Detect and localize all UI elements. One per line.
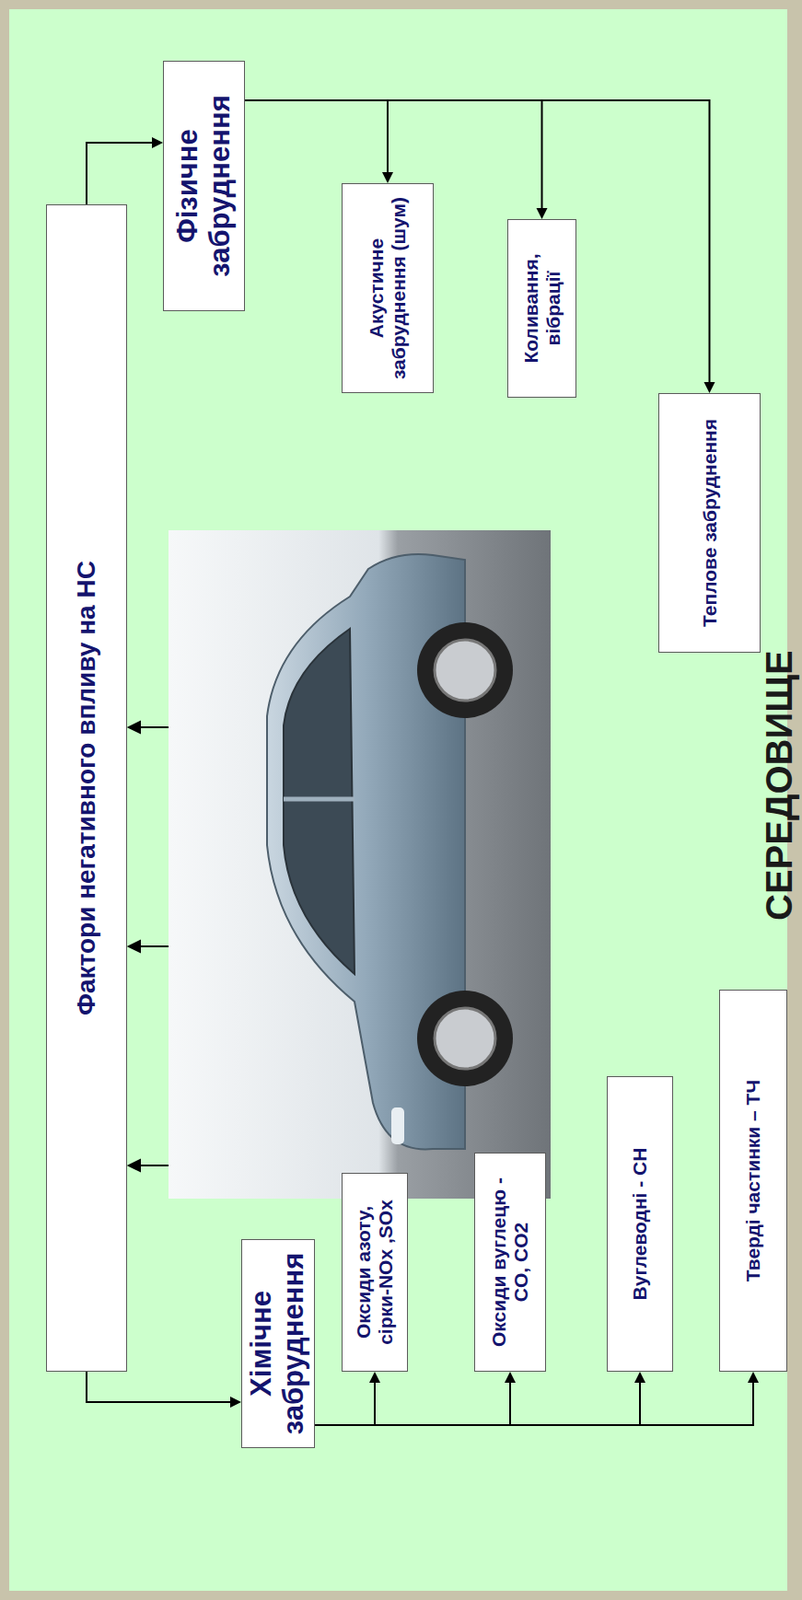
car-window bbox=[283, 628, 355, 975]
connector-line bbox=[314, 1381, 375, 1426]
box-label: Фізичне забруднення bbox=[172, 69, 236, 303]
connector bbox=[244, 100, 394, 184]
pollutant-box: Коливання, вібрації bbox=[507, 219, 577, 398]
connector bbox=[314, 1371, 646, 1426]
box-label: Вуглеводні - CH bbox=[628, 1148, 651, 1302]
car-rim bbox=[434, 639, 496, 701]
arrow-head bbox=[369, 1371, 381, 1384]
box-label: Фактори негативного впливу на НС bbox=[71, 560, 101, 1016]
arrow-head bbox=[504, 1371, 516, 1384]
pollutant-box: Оксиди азоту, сірки-NOx ,SOx bbox=[341, 1173, 408, 1372]
connector-line bbox=[244, 100, 710, 384]
connector bbox=[86, 1371, 242, 1408]
connector-line bbox=[244, 100, 388, 175]
car-door-pillar bbox=[283, 797, 355, 802]
connector bbox=[314, 1371, 759, 1426]
category-box: Фізичне забруднення bbox=[162, 60, 245, 312]
factor-box: Фактори негативного впливу на НС bbox=[46, 204, 128, 1372]
connector-line bbox=[86, 142, 154, 205]
box-label: Акустичне забруднення (шум) bbox=[365, 191, 409, 385]
pollutant-box: Теплове забруднення bbox=[658, 393, 761, 653]
car-rim bbox=[434, 1008, 496, 1070]
car-wheel bbox=[417, 622, 513, 719]
box-label: Тверді частинки – ТЧ bbox=[742, 1080, 765, 1282]
connector bbox=[314, 1371, 381, 1426]
connector-line bbox=[314, 1381, 511, 1426]
arrow-head bbox=[230, 1396, 242, 1408]
connector-line bbox=[314, 1381, 754, 1426]
box-label: Оксиди вуглецю - CO, CO2 bbox=[488, 1161, 532, 1364]
box-label: Оксиди азоту, сірки-NOx ,SOx bbox=[352, 1181, 396, 1364]
pollutant-box: Тверді частинки – ТЧ bbox=[719, 989, 788, 1372]
slide-title: СЕРЕДОВИЩЕ bbox=[760, 650, 798, 921]
category-box: Хімічне забруднення bbox=[241, 1239, 315, 1449]
arrow-head bbox=[382, 172, 394, 184]
arrow-head bbox=[747, 1371, 759, 1384]
box-label: Хімічне забруднення bbox=[245, 1247, 310, 1441]
arrow-head bbox=[634, 1371, 646, 1384]
pollutant-box: Оксиди вуглецю - CO, CO2 bbox=[474, 1152, 547, 1372]
car-arrow bbox=[128, 721, 169, 1172]
connector-line bbox=[314, 1381, 640, 1426]
photo-background bbox=[168, 530, 551, 1199]
connector bbox=[314, 1371, 516, 1426]
connector-line bbox=[86, 1371, 233, 1403]
arrow-head bbox=[151, 137, 163, 149]
connector bbox=[244, 100, 716, 394]
car-lamp bbox=[391, 1107, 405, 1145]
pollutant-box: Вуглеводні - CH bbox=[606, 1076, 674, 1372]
pollutant-box: Акустичне забруднення (шум) bbox=[341, 183, 434, 394]
arrow-head bbox=[704, 382, 716, 394]
box-label: Коливання, вібрації bbox=[520, 227, 564, 390]
arrow-head bbox=[536, 208, 548, 220]
connector bbox=[86, 137, 163, 205]
box-label: Теплове забруднення bbox=[698, 418, 721, 628]
car-wheel bbox=[417, 990, 513, 1087]
